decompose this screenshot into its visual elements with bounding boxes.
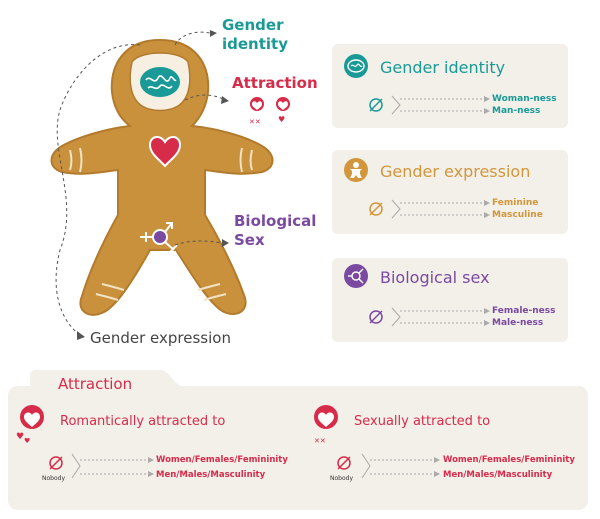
biological-sex-spectrum (369, 307, 490, 327)
sexual-nobody-label: Nobody (330, 475, 353, 482)
biological-sex-title: Biological sex (380, 268, 490, 287)
gender-identity-card (332, 44, 568, 128)
romantic-label: Romantically attracted to (60, 414, 226, 429)
svg-text:✕✕: ✕✕ (249, 118, 261, 126)
romantic-nobody-label: Nobody (42, 475, 65, 482)
romantic-low: Women/Females/Femininity (156, 455, 288, 465)
biological-sex-card (332, 258, 568, 342)
gender-identity-low: Woman-ness (492, 94, 557, 104)
romantic-spectrum (71, 453, 154, 479)
sexual-label: Sexually attracted to (354, 414, 491, 429)
sexual-high: Men/Males/Masculinity (443, 470, 553, 480)
label-gender-expression: Gender expression (90, 329, 231, 347)
svg-text:✕✕: ✕✕ (314, 437, 326, 445)
svg-text:♥: ♥ (278, 115, 285, 124)
label-biological-sex: Biological Sex (234, 212, 317, 249)
gender-expression-title: Gender expression (380, 162, 531, 181)
attraction-hearts-icon: ✕✕ ♥ (249, 97, 290, 126)
gender-identity-spectrum (369, 95, 490, 115)
biological-sex-low: Female-ness (492, 306, 556, 316)
attraction-panel-title: Attraction (58, 375, 133, 393)
romantic-none-icon (49, 456, 63, 470)
romantic-high: Men/Males/Masculinity (156, 470, 266, 480)
label-attraction: Attraction (232, 74, 318, 92)
gender-expression-card (332, 150, 568, 234)
sexual-low: Women/Females/Femininity (443, 455, 575, 465)
heart-icon (148, 136, 182, 168)
sexual-spectrum (361, 453, 440, 479)
gender-expression-spectrum (369, 199, 490, 219)
gender-expression-high: Masculine (492, 210, 543, 220)
gender-expression-low: Feminine (492, 198, 539, 208)
biological-sex-high: Male-ness (492, 318, 544, 328)
sex-symbol-icon (140, 222, 178, 253)
brain-icon (140, 67, 180, 97)
label-gender-identity: Gender identity (222, 16, 288, 53)
gender-identity-title: Gender identity (380, 58, 506, 77)
sexual-none-icon (337, 456, 351, 470)
svg-text:♥: ♥ (16, 432, 24, 442)
svg-text:♥: ♥ (24, 437, 30, 445)
gender-identity-high: Man-ness (492, 106, 541, 116)
